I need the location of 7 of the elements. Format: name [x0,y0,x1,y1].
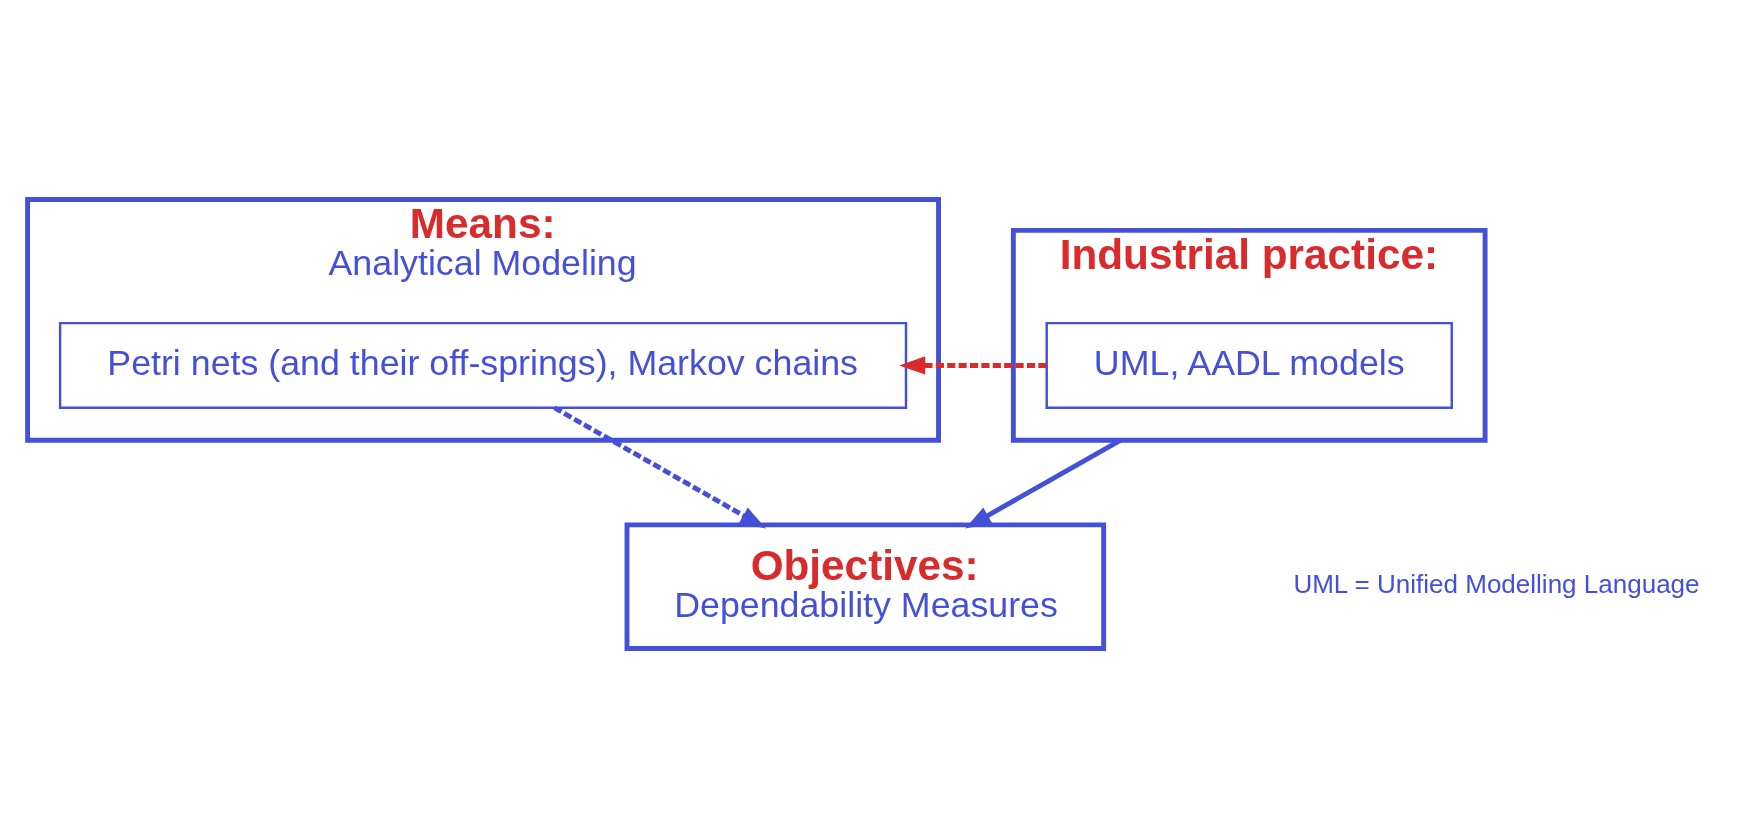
label: UML = Unified Modelling Language [1293,568,1700,599]
node-box: Petri nets (and their off-springs), Markov chains [58,321,908,409]
arrow [965,438,1122,529]
arrow [899,356,1047,375]
arrow [553,405,766,529]
node-box: Objectives: Dependability Measures [624,522,1107,651]
node-box: UML, AADL models [1045,321,1453,409]
